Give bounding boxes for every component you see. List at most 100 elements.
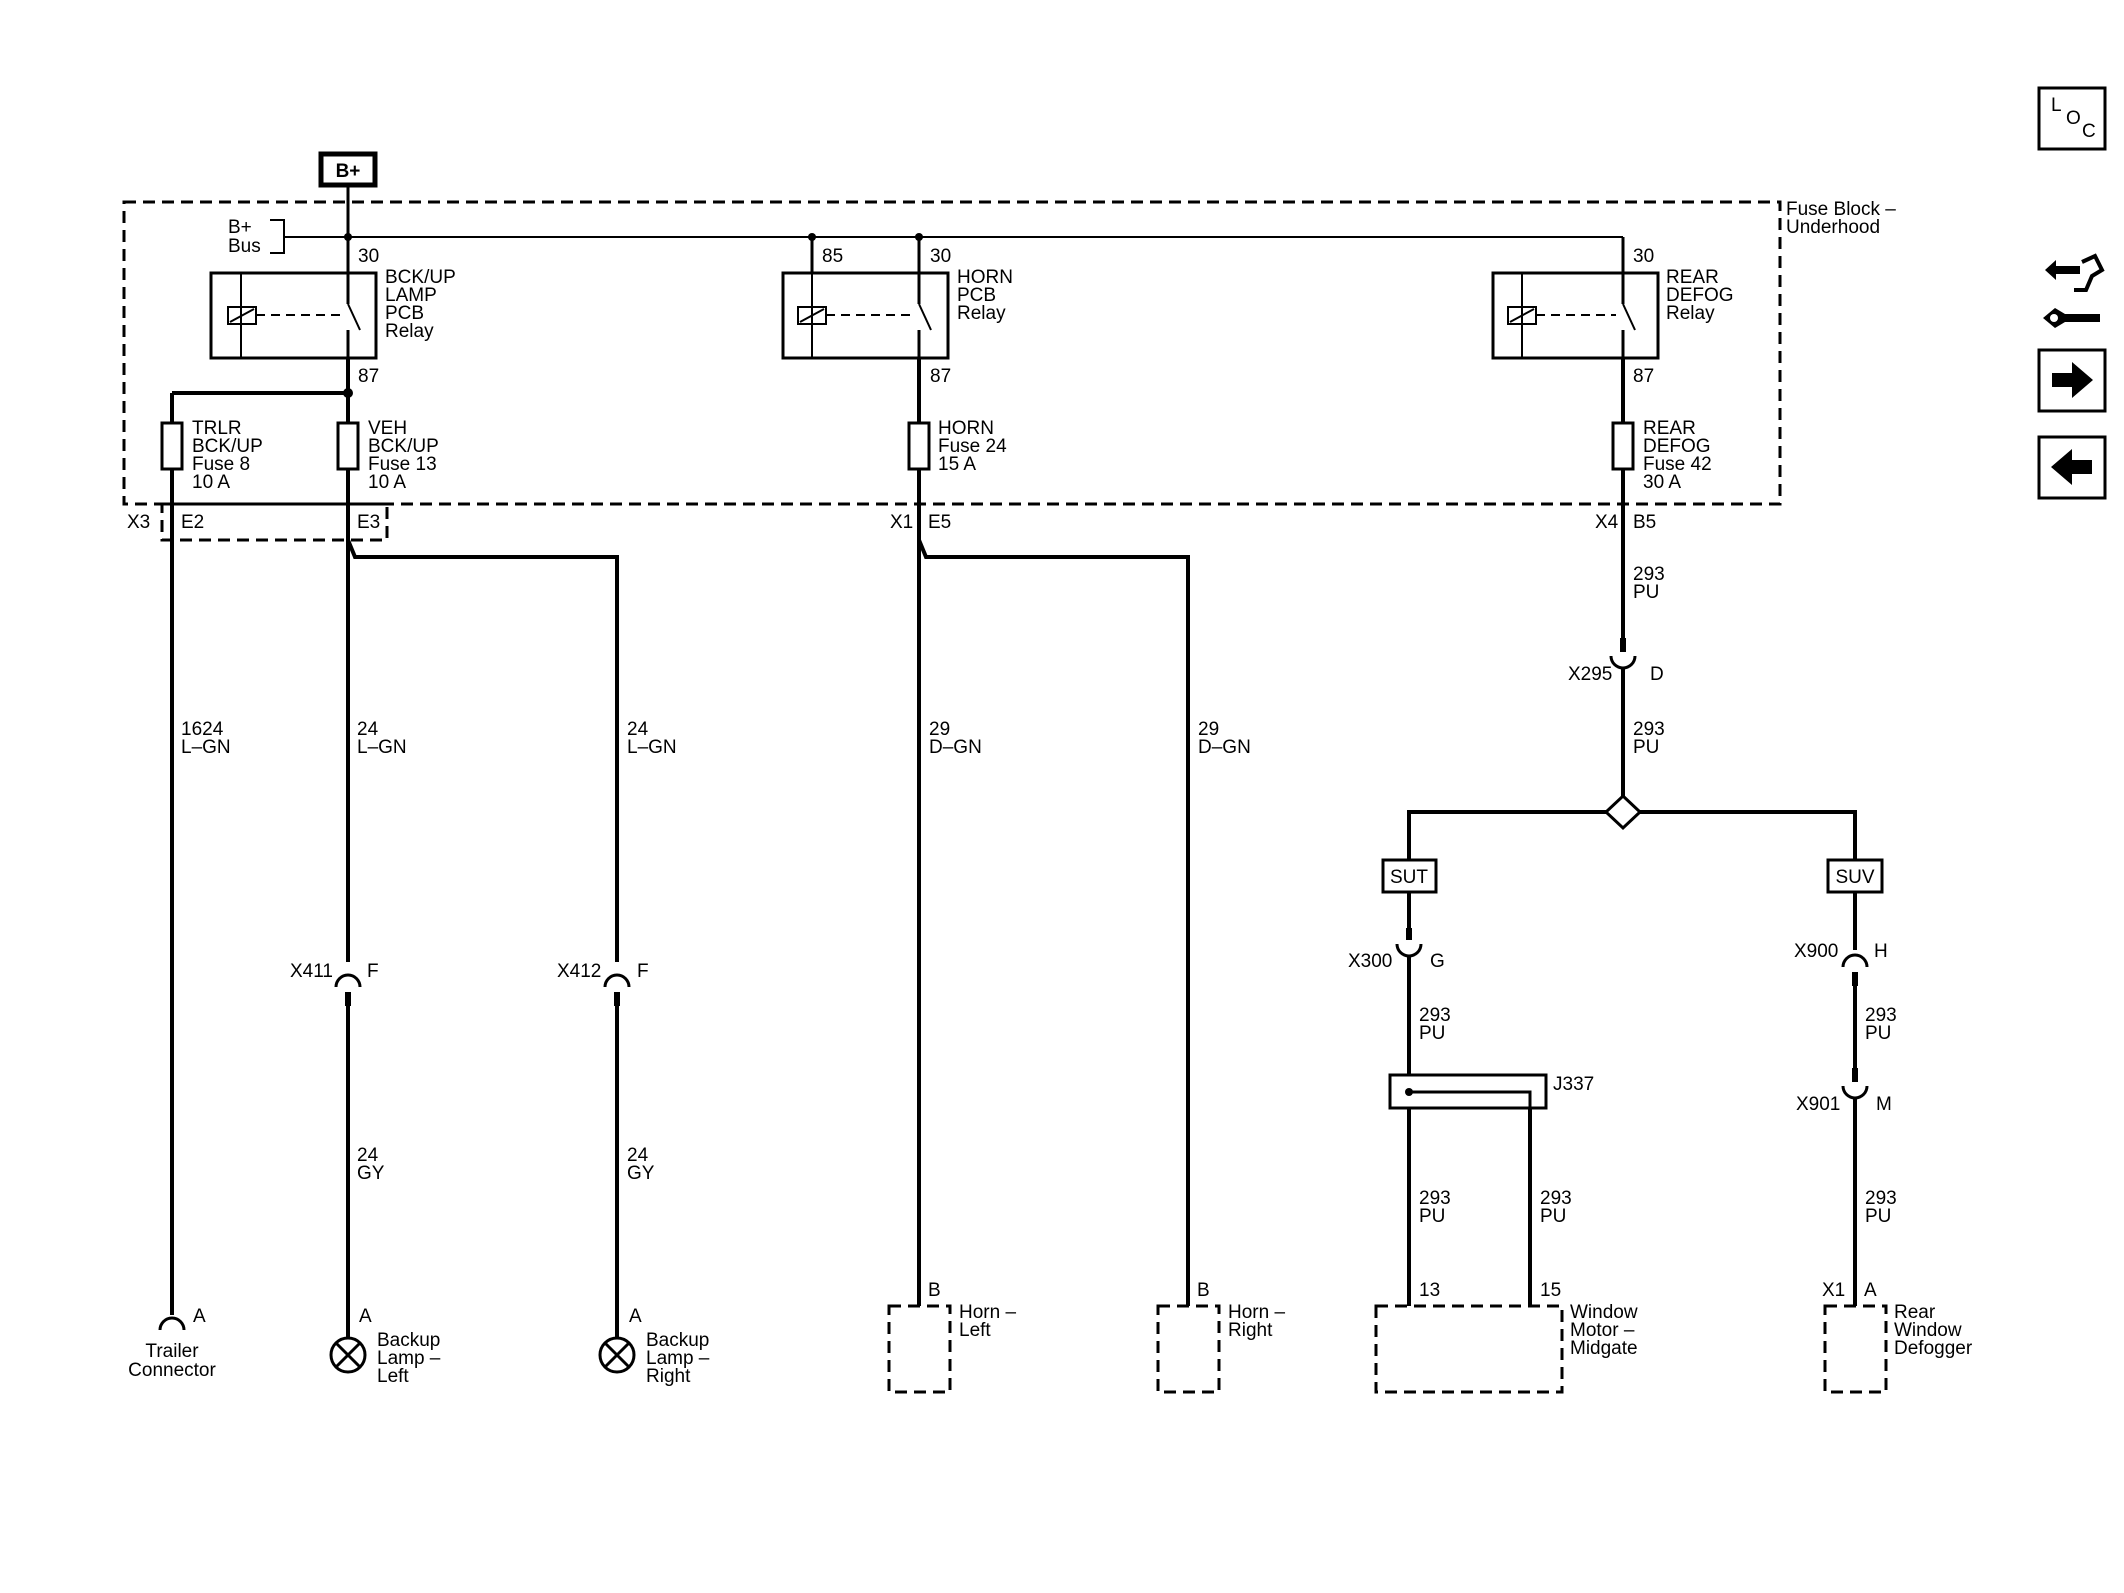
component-label: Left xyxy=(959,1320,991,1341)
backup-lamp-left-icon xyxy=(329,1336,367,1374)
component-label: Connector xyxy=(128,1360,216,1381)
relay-pin-label: 30 xyxy=(1633,246,1654,267)
relay-pin-label: 30 xyxy=(930,246,951,267)
component-pin-label: B xyxy=(928,1280,941,1301)
connector-pin-label: B5 xyxy=(1633,512,1656,533)
wire-label: 293 xyxy=(1419,1188,1451,1209)
component-label: Backup xyxy=(646,1330,709,1351)
fuse-label: 30 A xyxy=(1643,472,1681,493)
backup-lamp-right-icon xyxy=(598,1336,636,1374)
arrow-right-icon[interactable] xyxy=(2037,348,2107,413)
x412-connector xyxy=(603,973,631,988)
x300-connector xyxy=(1395,943,1423,958)
connector-label: X1 xyxy=(890,512,913,533)
fuse-label: Fuse 42 xyxy=(1643,454,1712,475)
wire-label: 293 xyxy=(1865,1188,1897,1209)
connector-label: X1 xyxy=(1822,1280,1845,1301)
wire-label: GY xyxy=(357,1163,385,1184)
fuse-label: Fuse 8 xyxy=(192,454,250,475)
component-label: Horn – xyxy=(1228,1302,1285,1323)
relay-label: BCK/UP xyxy=(385,267,456,288)
wire-label: PU xyxy=(1419,1206,1445,1227)
component-label: Window xyxy=(1894,1320,1962,1341)
fuse-label: BCK/UP xyxy=(368,436,439,457)
connector-label: X900 xyxy=(1794,941,1838,962)
component-pin-label: A xyxy=(359,1306,372,1327)
relay-label: LAMP xyxy=(385,285,437,306)
relay-label: DEFOG xyxy=(1666,285,1734,306)
wire-label: 293 xyxy=(1633,719,1665,740)
relay-pin-label: 30 xyxy=(358,246,379,267)
wire-label: 24 xyxy=(357,719,379,740)
horn-right-component xyxy=(1156,1304,1221,1394)
fuse-label: 10 A xyxy=(368,472,406,493)
relay-pin-label: 87 xyxy=(930,366,951,387)
wire-label: PU xyxy=(1633,737,1659,758)
option-label: SUV xyxy=(1835,867,1874,888)
wire-label: PU xyxy=(1865,1023,1891,1044)
wire-label: 293 xyxy=(1540,1188,1572,1209)
relay-label: HORN xyxy=(957,267,1013,288)
relay-pin-label: 87 xyxy=(358,366,379,387)
wire-label: PU xyxy=(1633,582,1659,603)
component-label: Backup xyxy=(377,1330,440,1351)
wire-label: L–GN xyxy=(357,737,407,758)
component-label: Window xyxy=(1570,1302,1638,1323)
battery-source-label: B+ xyxy=(336,161,361,182)
component-label: Trailer xyxy=(145,1341,199,1362)
fuse-rear-defog xyxy=(1611,421,1635,471)
connector-pin-label: D xyxy=(1650,664,1664,685)
component-label: Left xyxy=(377,1366,409,1387)
wire-label: 24 xyxy=(627,719,649,740)
wire-label: D–GN xyxy=(1198,737,1251,758)
connector-label: X4 xyxy=(1595,512,1619,533)
x295-connector xyxy=(1609,655,1637,670)
fuse-block-label: Underhood xyxy=(1786,217,1880,238)
svg-text:O: O xyxy=(2066,108,2081,129)
relay-label: REAR xyxy=(1666,267,1719,288)
wire-label: 24 xyxy=(627,1145,649,1166)
trailer-connector-terminal xyxy=(158,1316,186,1331)
wire-label: L–GN xyxy=(181,737,231,758)
fuse-trlr-bckup xyxy=(160,421,184,471)
relay-label: Relay xyxy=(957,303,1006,324)
relay-pin-label: 87 xyxy=(1633,366,1654,387)
splice-label: J337 xyxy=(1553,1074,1594,1095)
fuse-horn xyxy=(907,421,931,471)
component-label: Motor – xyxy=(1570,1320,1635,1341)
connector-pin-label: E5 xyxy=(928,512,951,533)
fuse-label: BCK/UP xyxy=(192,436,263,457)
option-label: SUT xyxy=(1390,867,1428,888)
relay-label: Relay xyxy=(1666,303,1715,324)
wire-label: GY xyxy=(627,1163,655,1184)
wire-label: D–GN xyxy=(929,737,982,758)
rear-window-defogger xyxy=(1823,1304,1888,1394)
connector-label: X901 xyxy=(1796,1094,1840,1115)
connector-locator-icon[interactable] xyxy=(2043,253,2105,328)
bus-label: B+ xyxy=(228,217,252,238)
window-motor-midgate xyxy=(1374,1304,1564,1394)
component-label: Right xyxy=(1228,1320,1273,1341)
fuse-block-outline xyxy=(122,200,1782,506)
connector-pin-label: G xyxy=(1430,951,1445,972)
fuse-label: REAR xyxy=(1643,418,1696,439)
bus-label: Bus xyxy=(228,236,261,257)
arrow-left-icon[interactable] xyxy=(2037,435,2107,500)
wire-label: 293 xyxy=(1419,1005,1451,1026)
svg-text:L: L xyxy=(2051,95,2062,116)
wire-label: 29 xyxy=(1198,719,1219,740)
component-pin-label: A xyxy=(193,1306,206,1327)
fuse-veh-bckup xyxy=(336,421,360,471)
connector-pin-label: F xyxy=(637,961,649,982)
component-label: Rear xyxy=(1894,1302,1936,1323)
x411-connector xyxy=(334,973,362,988)
relay-label: Relay xyxy=(385,321,434,342)
connector-label: X3 xyxy=(127,512,150,533)
loc-icon[interactable]: L O C xyxy=(2037,86,2107,151)
fuse-label: HORN xyxy=(938,418,994,439)
component-label: Defogger xyxy=(1894,1338,1973,1359)
fuse-label: Fuse 24 xyxy=(938,436,1007,457)
wire-label: 293 xyxy=(1865,1005,1897,1026)
x901-connector xyxy=(1841,1085,1869,1100)
wire-label: PU xyxy=(1865,1206,1891,1227)
